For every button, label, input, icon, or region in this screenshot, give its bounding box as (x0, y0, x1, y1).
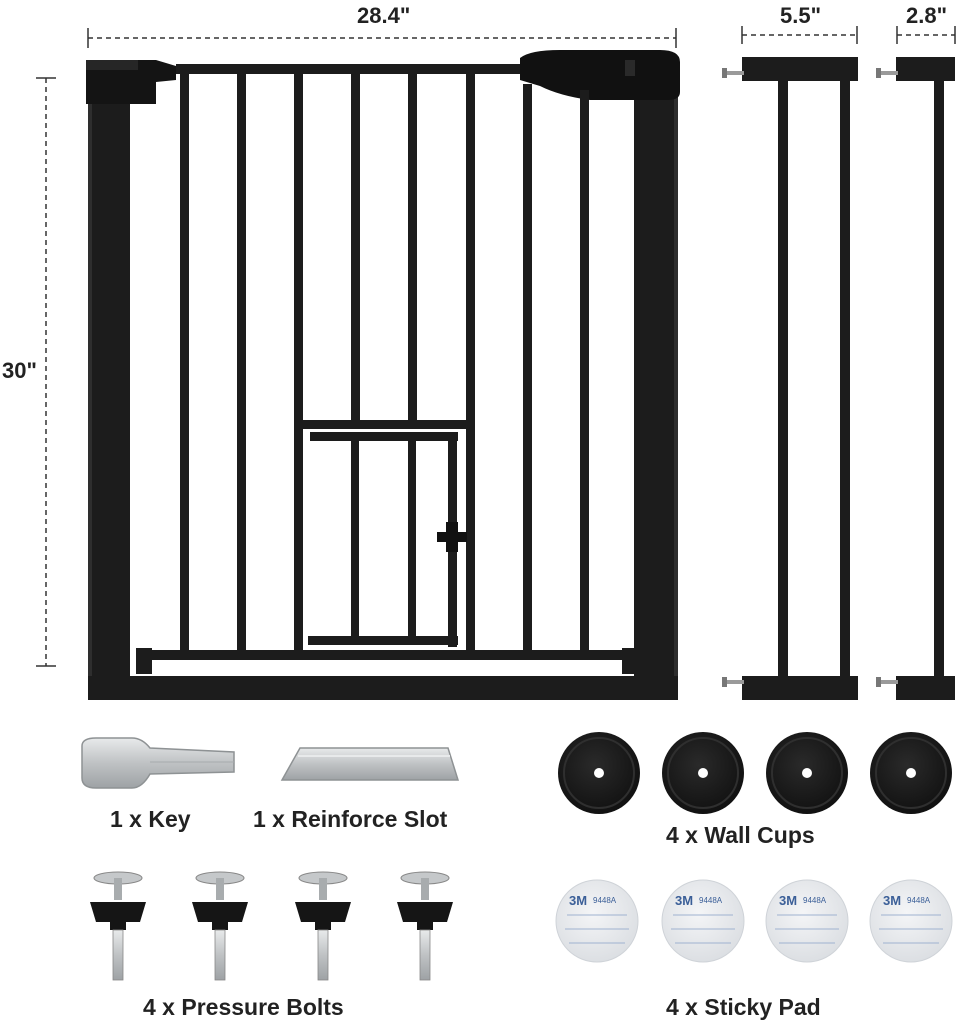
pressure-bolts (90, 871, 453, 981)
sticky-pad-code: 9448A (803, 896, 827, 905)
extension-small-dimension (896, 26, 956, 44)
width-dimension (87, 28, 677, 48)
height-dimension (36, 77, 56, 667)
gate-bar (580, 90, 589, 654)
width-label: 28.4" (357, 3, 411, 28)
sticky-pad-icon: 3M 9448A (555, 879, 639, 963)
sticky-pad-caption: 4 x Sticky Pad (666, 994, 821, 1020)
key-icon (81, 737, 235, 789)
wall-cups-caption: 4 x Wall Cups (666, 822, 815, 848)
gate-bar (523, 84, 532, 654)
pressure-bolt-icon (397, 871, 453, 981)
extension-large-dimension (741, 26, 858, 44)
sticky-pad-code: 9448A (699, 896, 723, 905)
gate-left-post (88, 98, 130, 698)
sticky-pad-code: 9448A (907, 896, 931, 905)
pressure-bolt-icon (90, 871, 146, 981)
sticky-pad-brand: 3M (569, 893, 587, 908)
pressure-bolt-icon (295, 871, 351, 981)
sticky-pad-code: 9448A (593, 896, 617, 905)
gate-bar (466, 72, 475, 654)
wall-cups (558, 732, 952, 814)
reinforce-slot-icon (280, 747, 460, 781)
gate-bar (180, 72, 189, 654)
extension-large (722, 57, 858, 700)
reinforce-slot-caption: 1 x Reinforce Slot (253, 806, 448, 832)
pressure-bolts-caption: 4 x Pressure Bolts (143, 994, 344, 1020)
gate-bar (294, 72, 303, 654)
gate-top-right-handle (520, 50, 680, 100)
wall-cup-icon (558, 732, 640, 814)
baby-gate (86, 50, 680, 700)
extension-small (876, 57, 955, 700)
pressure-bolt-icon (192, 871, 248, 981)
gate-bottom-bar (88, 676, 678, 700)
height-label: 30" (2, 358, 37, 383)
gate-bar (351, 72, 360, 422)
gate-right-post (634, 95, 678, 698)
gate-top-left-latch (86, 60, 176, 104)
sticky-pad-icon: 3M 9448A (661, 879, 745, 963)
extension-large-label: 5.5" (780, 3, 822, 28)
pet-door (303, 420, 467, 647)
sticky-pads: 3M 9448A 3M 9448A 3M 9448A 3M 9448A (555, 879, 953, 963)
sticky-pad-icon: 3M 9448A (869, 879, 953, 963)
gate-bar (237, 72, 246, 654)
wall-cup-icon (766, 732, 848, 814)
sticky-pad-brand: 3M (779, 893, 797, 908)
sticky-pad-icon: 3M 9448A (765, 879, 849, 963)
extension-small-label: 2.8" (906, 3, 948, 28)
gate-bar (408, 72, 417, 422)
sticky-pad-brand: 3M (883, 893, 901, 908)
sticky-pad-brand: 3M (675, 893, 693, 908)
wall-cup-icon (870, 732, 952, 814)
wall-cup-icon (662, 732, 744, 814)
key-caption: 1 x Key (110, 806, 191, 832)
